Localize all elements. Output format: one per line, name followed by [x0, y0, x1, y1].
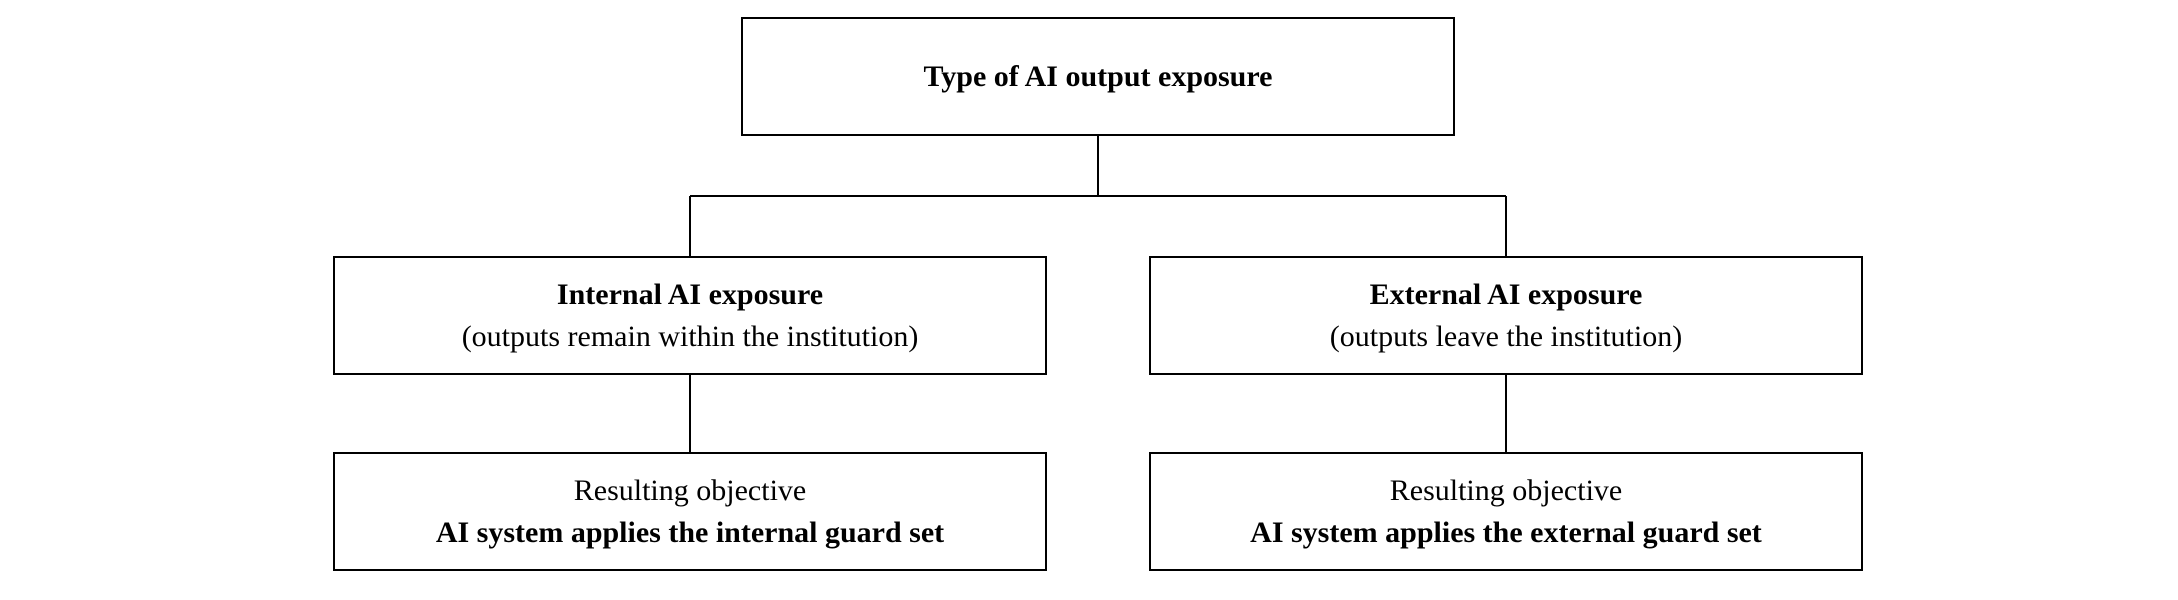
external-exposure-subtitle: (outputs leave the institution) — [1329, 319, 1683, 353]
root-title: Type of AI output exposure — [923, 59, 1273, 93]
internal-objective-node: Resulting objective AI system applies th… — [333, 452, 1047, 571]
external-objective-node: Resulting objective AI system applies th… — [1149, 452, 1863, 571]
internal-exposure-node: Internal AI exposure (outputs remain wit… — [333, 256, 1047, 375]
external-exposure-node: External AI exposure (outputs leave the … — [1149, 256, 1863, 375]
internal-objective-label: Resulting objective — [573, 473, 807, 507]
external-objective-text: AI system applies the external guard set — [1250, 515, 1762, 549]
internal-exposure-title: Internal AI exposure — [556, 277, 824, 311]
internal-objective-text: AI system applies the internal guard set — [435, 515, 945, 549]
root-node: Type of AI output exposure — [741, 17, 1455, 136]
external-objective-label: Resulting objective — [1389, 473, 1623, 507]
external-exposure-title: External AI exposure — [1369, 277, 1643, 311]
internal-exposure-subtitle: (outputs remain within the institution) — [461, 319, 919, 353]
